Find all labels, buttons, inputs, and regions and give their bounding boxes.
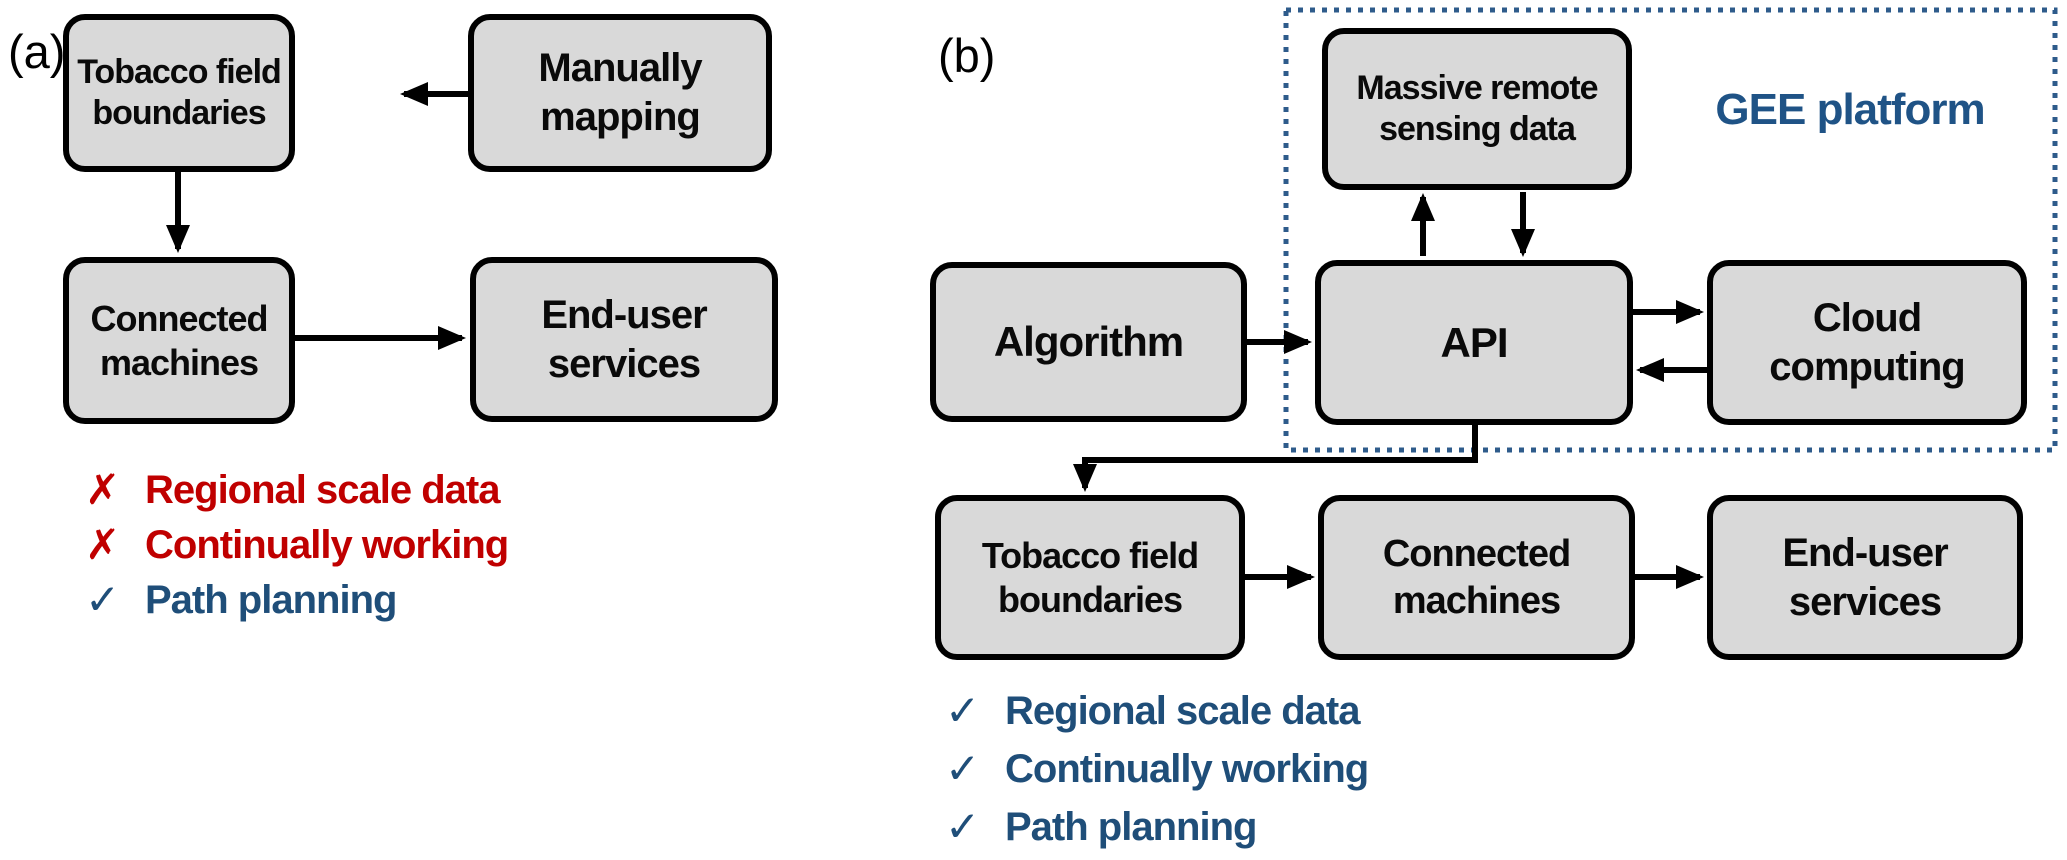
box-massive-remote-sensing-data-text: Massive remote sensing data [1356, 68, 1598, 148]
checklist-a-item-regional: ✗ Regional scale data [85, 462, 508, 517]
checklist-a-item-continually: ✗ Continually working [85, 517, 509, 572]
check-icon: ✓ [945, 744, 981, 793]
checklist-b-item-continually-text: Continually working [1005, 747, 1369, 791]
box-end-user-services-b: End-user services [1707, 495, 2023, 660]
box-manually-mapping-text: Manually mapping [538, 46, 702, 139]
box-manually-mapping: Manually mapping [468, 14, 772, 172]
box-connected-machines-b-text: Connected machines [1382, 533, 1571, 622]
box-connected-machines-a-text: Connected machines [90, 297, 268, 383]
checklist-b-item-regional: ✓ Regional scale data [945, 682, 1368, 740]
checklist-b-item-regional-text: Regional scale data [1005, 689, 1360, 733]
checklist-a-item-path-text: Path planning [145, 577, 397, 622]
box-api-text: API [1440, 318, 1508, 366]
box-tobacco-field-boundaries-a-text: Tobacco field boundaries [77, 52, 282, 132]
box-massive-remote-sensing-data: Massive remote sensing data [1322, 28, 1632, 190]
box-algorithm: Algorithm [930, 262, 1247, 422]
box-tobacco-field-boundaries-a: Tobacco field boundaries [63, 14, 295, 172]
gee-platform-label: GEE platform [1715, 85, 1985, 134]
box-tobacco-field-boundaries-b-text: Tobacco field boundaries [981, 534, 1199, 620]
box-tobacco-field-boundaries-b: Tobacco field boundaries [935, 495, 1245, 660]
checklist-b-item-path-text: Path planning [1005, 805, 1257, 849]
panel-a-label: (a) [8, 25, 66, 78]
box-cloud-computing: Cloud computing [1707, 260, 2027, 425]
arrow-api-to-tobacco-b [1073, 425, 1478, 492]
checklist-a-item-path: ✓ Path planning [85, 572, 508, 627]
box-end-user-services-a-text: End-user services [541, 292, 707, 386]
checklist-b-item-path: ✓ Path planning [945, 798, 1368, 856]
box-api: API [1315, 260, 1633, 425]
checklist-a-item-continually-text: Continually working [145, 522, 509, 567]
box-end-user-services-b-text: End-user services [1782, 530, 1948, 624]
box-algorithm-text: Algorithm [993, 318, 1184, 366]
check-icon: ✓ [945, 686, 981, 735]
cross-icon: ✗ [85, 464, 121, 514]
check-icon: ✓ [945, 802, 981, 851]
checklist-a-item-regional-text: Regional scale data [145, 467, 500, 512]
cross-icon: ✗ [85, 519, 121, 569]
panel-b-label: (b) [938, 29, 996, 82]
checklist-a: ✗ Regional scale data ✗ Continually work… [85, 462, 509, 627]
box-connected-machines-a: Connected machines [63, 257, 295, 424]
checklist-b-item-continually: ✓ Continually working [945, 740, 1369, 798]
box-connected-machines-b: Connected machines [1318, 495, 1635, 660]
checklist-b: ✓ Regional scale data ✓ Continually work… [945, 682, 1369, 856]
check-icon: ✓ [85, 574, 121, 624]
box-cloud-computing-text: Cloud computing [1769, 295, 1965, 389]
box-end-user-services-a: End-user services [470, 257, 778, 422]
